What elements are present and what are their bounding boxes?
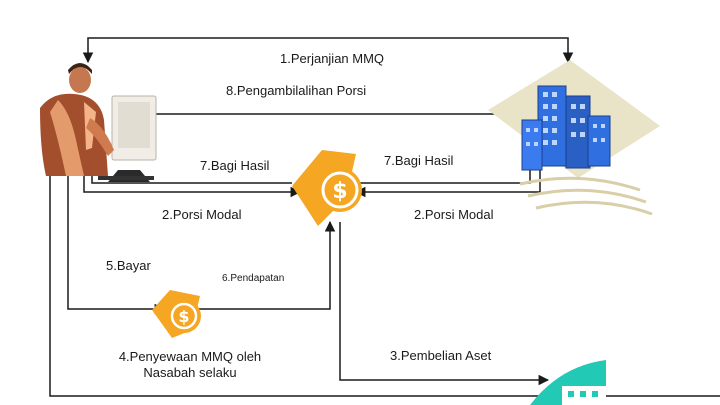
arrow-penyewaan (44, 158, 720, 397)
label-porsi-modal-right: 2.Porsi Modal (414, 207, 494, 222)
small-coin-icon: $ (152, 290, 201, 338)
arrow-pembelian-aset (339, 222, 550, 386)
person-icon (40, 63, 157, 182)
bank-building-icon (488, 60, 660, 216)
svg-text:$: $ (178, 307, 189, 326)
arrow-pendapatan (196, 220, 336, 310)
label-porsi-modal-left: 2.Porsi Modal (162, 207, 242, 222)
arrow-porsi-modal-right (354, 160, 541, 198)
label-penyewaan-line1: 4.Penyewaan MMQ oleh (118, 349, 262, 364)
label-bagi-hasil-left: 7.Bagi Hasil (200, 158, 270, 173)
label-pengambilalihan-porsi: 8.Pengambilalihan Porsi (226, 83, 367, 98)
label-pendapatan: 6.Pendapatan (222, 273, 285, 284)
connectors (44, 37, 720, 397)
svg-text:$: $ (332, 179, 347, 204)
label-penyewaan-line2: Nasabah selaku (143, 365, 237, 381)
label-penyewaan: 4.Penyewaan MMQ oleh Nasabah selaku (102, 349, 278, 382)
arrow-bayar (67, 160, 166, 315)
label-pembelian-aset: 3.Pembelian Aset (390, 348, 492, 363)
asset-building-icon (530, 360, 606, 405)
label-bagi-hasil-right: 7.Bagi Hasil (384, 153, 454, 168)
label-perjanjian-mmq: 1.Perjanjian MMQ (280, 51, 385, 66)
main-coin-icon: $ (292, 150, 362, 226)
label-bayar: 5.Bayar (106, 258, 151, 273)
arrow-perjanjian (82, 37, 574, 64)
